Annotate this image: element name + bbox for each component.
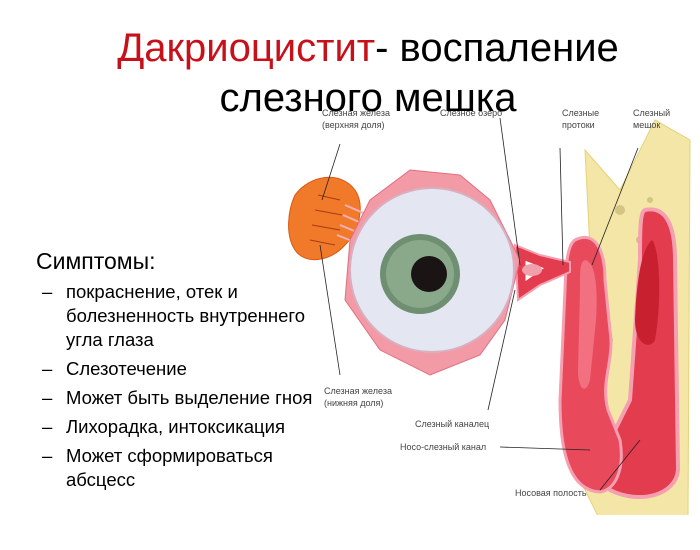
title-rest: - воспаление: [375, 26, 619, 70]
label-lower-gland: Слезная железа (нижняя доля): [324, 386, 392, 408]
title-highlight: Дакриоцистит: [117, 26, 376, 70]
label-lacrimal-sac: Слезный мешок: [633, 108, 671, 130]
label-canaliculus: Слезный каналец: [415, 419, 490, 429]
symptom-item: –Может сформироваться абсцесс: [42, 445, 273, 490]
page-title: Дакриоцистит- воспаление слезного мешка: [0, 22, 700, 124]
label-lacrimal-ducts: Слезные протоки: [562, 108, 600, 130]
title-line-2: слезного мешка: [219, 76, 517, 120]
dash-bullet: –: [42, 281, 53, 302]
dash-bullet: –: [42, 387, 53, 408]
diagram-illustration: [288, 117, 691, 521]
symptoms-section: Симптомы: –покраснение, отек и болезненн…: [36, 246, 336, 497]
symptom-item: –Слезотечение: [42, 358, 187, 379]
label-upper-gland: Слезная железа (верхняя доля): [322, 108, 390, 130]
dash-bullet: –: [42, 445, 53, 466]
dash-bullet: –: [42, 416, 53, 437]
symptom-item: –покраснение, отек и болезненность внутр…: [42, 281, 306, 350]
label-nasal-cavity: Носовая полость: [515, 488, 587, 498]
label-tear-lake: Слезное озеро: [440, 108, 503, 118]
lacrimal-anatomy-diagram: Слезная железа (верхняя доля) Слезное оз…: [270, 95, 700, 521]
symptom-item: –Может быть выделение гноя: [42, 387, 313, 408]
label-nasolacrimal-canal: Носо-слезный канал: [400, 442, 487, 452]
title-line-1: Дакриоцистит- воспаление: [0, 22, 700, 74]
symptoms-list: –покраснение, отек и болезненность внутр…: [36, 280, 336, 492]
dash-bullet: –: [42, 358, 53, 379]
symptom-item: –Лихорадка, интоксикация: [42, 416, 285, 437]
symptoms-heading: Симптомы:: [36, 248, 156, 274]
